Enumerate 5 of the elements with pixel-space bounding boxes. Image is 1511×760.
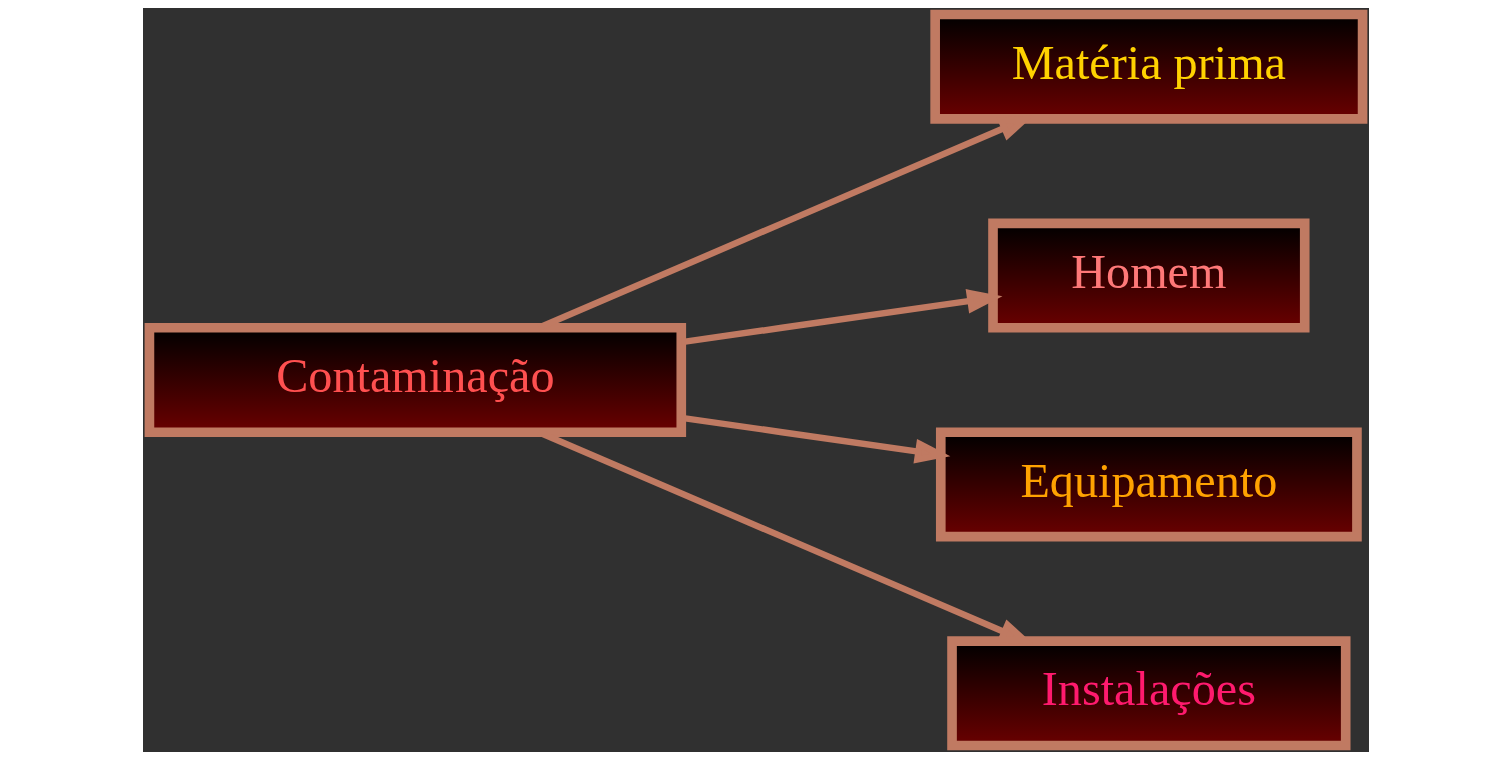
node-box: Instalações (946, 636, 1350, 751)
node-box: Homem (987, 218, 1310, 333)
node-box: Equipamento (935, 427, 1362, 542)
node-box: Matéria prima (929, 9, 1367, 124)
node-box: Contaminação (144, 322, 686, 438)
